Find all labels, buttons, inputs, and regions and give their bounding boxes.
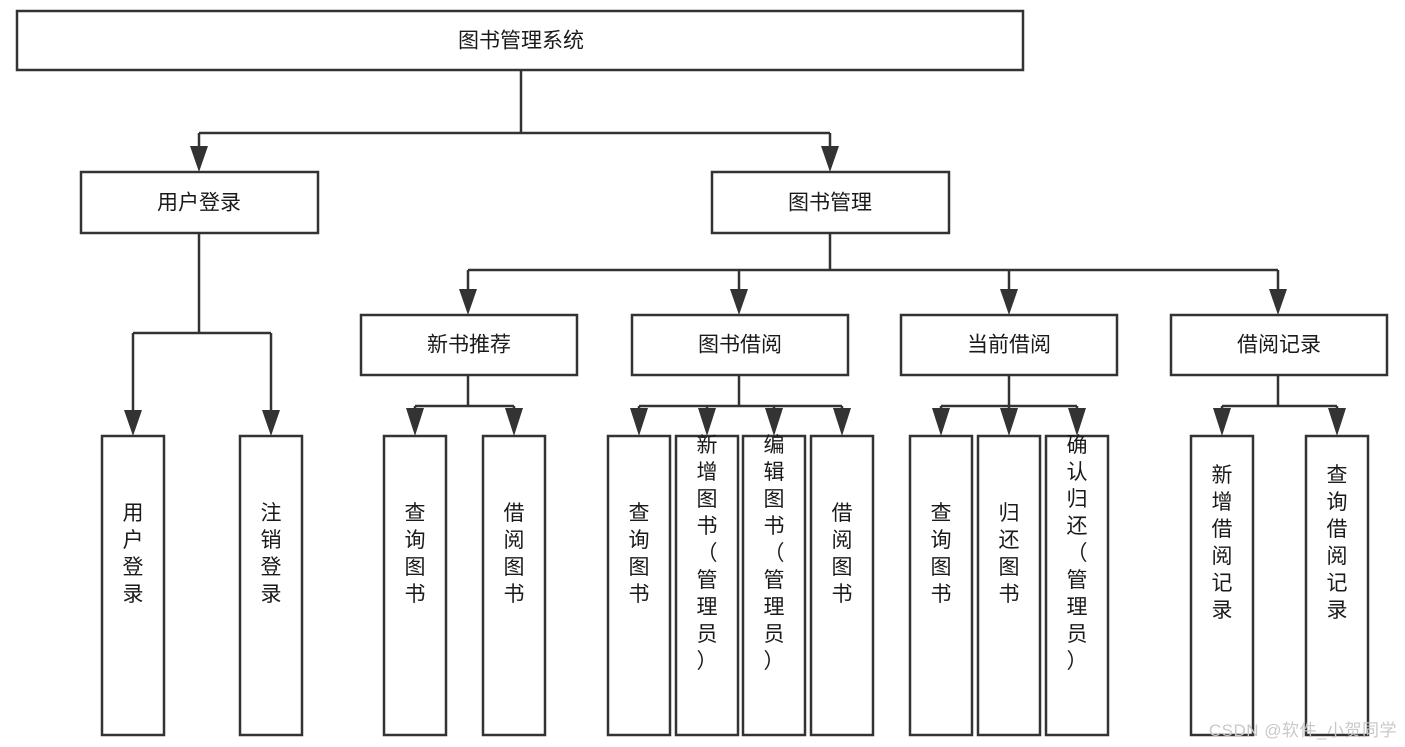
leaf-currentborrow-confirm-label: 确认归还（管理员） [1067, 434, 1088, 673]
arrow-icon-bookborrow-leaf2 [698, 408, 716, 436]
leaf-user-login-1-box [100, 434, 166, 737]
leaf-currentborrow-return[interactable]: 归还图书 [976, 434, 1042, 737]
leaf-bookborrow-query-label: 查询图书 [629, 502, 650, 606]
leaf-currentborrow-return-label: 归还图书 [999, 502, 1020, 606]
arrow-icon-bookborrow-leaf3 [765, 408, 783, 436]
leaf-newbook-query[interactable]: 查询图书 [382, 434, 448, 737]
leaf-bookborrow-query[interactable]: 查询图书 [606, 434, 672, 737]
node-book-borrow-box [630, 313, 850, 377]
node-new-book-recommend-label: 新书推荐 [427, 334, 511, 357]
node-borrow-record-box [1169, 313, 1389, 377]
node-book-management-box [710, 170, 951, 235]
leaf-user-login-1-label: 用户登录 [123, 502, 144, 606]
leaf-borrowrecord-query-box [1304, 434, 1370, 737]
arrow-icon-book-manage [821, 146, 839, 172]
arrow-icon-newbook-leaf2 [505, 408, 523, 436]
leaf-newbook-borrow-label: 借阅图书 [504, 502, 525, 606]
leaf-bookborrow-query-box [606, 434, 672, 737]
leaf-currentborrow-query-box [908, 434, 974, 737]
leaf-user-logout-box [238, 434, 304, 737]
node-root-label: 图书管理系统 [458, 30, 584, 53]
leaf-currentborrow-query[interactable]: 查询图书 [908, 434, 974, 737]
leaf-currentborrow-confirm[interactable]: 确认归还（管理员） [1044, 434, 1110, 737]
leaf-user-logout[interactable]: 注销登录 [238, 434, 304, 737]
arrow-icon-borrowrecord-leaf1 [1213, 408, 1231, 436]
node-book-borrow-label: 图书借阅 [698, 334, 782, 357]
leaf-currentborrow-query-label: 查询图书 [931, 502, 952, 606]
node-new-book-recommend[interactable]: 新书推荐 [359, 313, 579, 377]
node-user-login[interactable]: 用户登录 [79, 170, 320, 235]
arrow-icon-borrow-record [1269, 289, 1287, 315]
leaf-borrowrecord-add[interactable]: 新增借阅记录 [1189, 434, 1255, 737]
leaf-borrowrecord-query-label: 查询借阅记录 [1327, 464, 1348, 622]
node-borrow-record[interactable]: 借阅记录 [1169, 313, 1389, 377]
arrow-icon-newbook-leaf1 [406, 408, 424, 436]
leaf-bookborrow-edit-label: 编辑图书（管理员） [764, 434, 785, 673]
leaf-bookborrow-edit-box [741, 434, 807, 737]
node-current-borrow-label: 当前借阅 [967, 334, 1051, 357]
leaf-bookborrow-add-label: 新增图书（管理员） [697, 434, 718, 673]
leaf-bookborrow-borrow[interactable]: 借阅图书 [809, 434, 875, 737]
leaf-newbook-borrow[interactable]: 借阅图书 [481, 434, 547, 737]
arrow-icon-new-book [459, 289, 477, 315]
node-user-login-box [79, 170, 320, 235]
leaf-borrowrecord-add-box [1189, 434, 1255, 737]
node-root-system[interactable]: 图书管理系统 [15, 9, 1025, 72]
leaf-bookborrow-add[interactable]: 新增图书（管理员） [674, 434, 740, 737]
arrow-icon-borrowrecord-leaf2 [1328, 408, 1346, 436]
node-book-management[interactable]: 图书管理 [710, 170, 951, 235]
arrow-icon-user-login [190, 146, 208, 172]
leaf-currentborrow-return-box [976, 434, 1042, 737]
connector-group [124, 70, 1346, 436]
arrow-icon-current-borrow [1000, 289, 1018, 315]
leaf-user-login-1[interactable]: 用户登录 [100, 434, 166, 737]
leaf-newbook-borrow-box [481, 434, 547, 737]
leaf-bookborrow-edit[interactable]: 编辑图书（管理员） [741, 434, 807, 737]
arrow-icon-leaf-logout [262, 410, 280, 436]
arrow-icon-book-borrow [730, 289, 748, 315]
arrow-icon-leaf-user-login [124, 410, 142, 436]
leaf-newbook-query-label: 查询图书 [405, 502, 426, 606]
leaf-borrowrecord-add-label: 新增借阅记录 [1212, 464, 1233, 622]
leaf-newbook-query-box [382, 434, 448, 737]
node-user-login-label: 用户登录 [157, 192, 241, 215]
node-borrow-record-label: 借阅记录 [1237, 334, 1321, 357]
arrow-icon-currentborrow-leaf3 [1068, 408, 1086, 436]
node-new-book-recommend-box [359, 313, 579, 377]
node-current-borrow-box [899, 313, 1119, 377]
leaf-borrowrecord-query[interactable]: 查询借阅记录 [1304, 434, 1370, 737]
arrow-icon-currentborrow-leaf1 [932, 408, 950, 436]
node-root-box [15, 9, 1025, 72]
leaf-currentborrow-confirm-box [1044, 434, 1110, 737]
node-book-borrow[interactable]: 图书借阅 [630, 313, 850, 377]
arrow-icon-currentborrow-leaf2 [1000, 408, 1018, 436]
arrow-icon-bookborrow-leaf4 [833, 408, 851, 436]
node-current-borrow[interactable]: 当前借阅 [899, 313, 1119, 377]
node-book-management-label: 图书管理 [788, 192, 872, 215]
leaf-user-logout-label: 注销登录 [261, 502, 282, 606]
leaf-bookborrow-borrow-box [809, 434, 875, 737]
leaf-bookborrow-borrow-label: 借阅图书 [832, 502, 853, 606]
leaf-bookborrow-add-box [674, 434, 740, 737]
arrow-icon-bookborrow-leaf1 [630, 408, 648, 436]
